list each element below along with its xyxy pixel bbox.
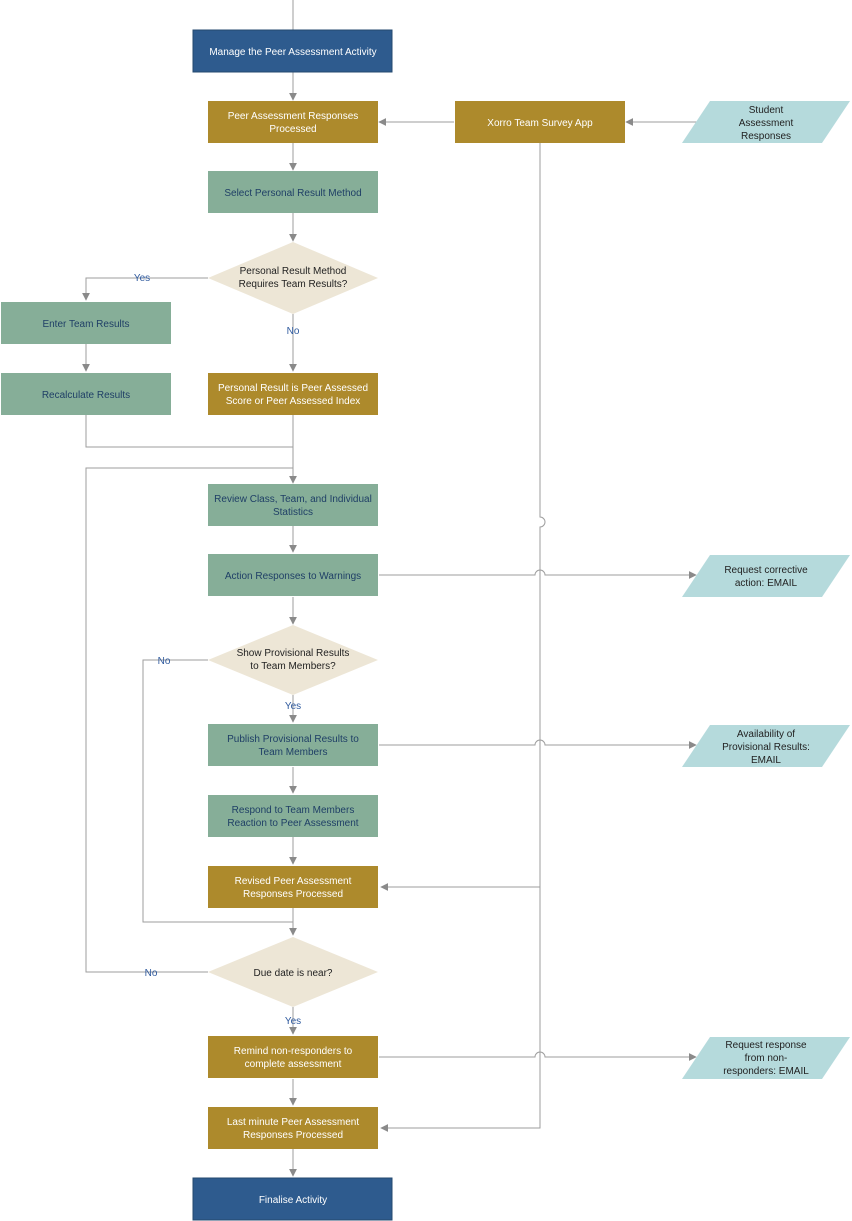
respond-line-1: Respond to Team Members: [232, 805, 355, 816]
node-decision-due-date: Due date is near?: [208, 937, 378, 1007]
availability-line-3: EMAIL: [751, 755, 781, 766]
enter-line-1: Enter Team Results: [42, 319, 129, 330]
node-enter-team-results: Enter Team Results: [1, 302, 171, 344]
availability-line-1: Availability of: [737, 729, 795, 740]
edge-recalc-merge: [85, 415, 293, 448]
requires-line-2: Requires Team Results?: [239, 279, 348, 290]
respond-line-2: Reaction to Peer Assessment: [227, 818, 358, 829]
remind-line-1: Remind non-responders to: [234, 1046, 353, 1057]
review-line-1: Review Class, Team, and Individual: [214, 494, 372, 505]
node-select-method: Select Personal Result Method: [208, 171, 378, 213]
student-line-2: Assessment: [739, 118, 794, 129]
corrective-line-2: action: EMAIL: [735, 578, 798, 589]
action-line-1: Action Responses to Warnings: [225, 571, 361, 582]
requires-line-1: Personal Result Method: [240, 266, 347, 277]
node-action-warnings: Action Responses to Warnings: [208, 554, 378, 596]
node-finalise-activity: Finalise Activity: [192, 1177, 393, 1221]
revised-line-1: Revised Peer Assessment: [235, 876, 352, 887]
edge-label-no-show: No: [158, 656, 171, 667]
node-publish-provisional: Publish Provisional Results to Team Memb…: [208, 724, 378, 766]
edge-publish-to-email: [379, 739, 697, 749]
processed-line-1: Peer Assessment Responses: [228, 111, 359, 122]
student-line-3: Responses: [741, 131, 791, 142]
node-recalculate: Recalculate Results: [1, 373, 171, 415]
node-revised-processed: Revised Peer Assessment Responses Proces…: [208, 866, 378, 908]
edge-yes-to-enter-team: [82, 277, 208, 301]
availability-line-2: Provisional Results:: [722, 742, 810, 753]
edge-label-yes-team: Yes: [134, 273, 150, 284]
last-line-1: Last minute Peer Assessment: [227, 1117, 360, 1128]
finalise-line-1: Finalise Activity: [259, 1195, 327, 1206]
edge-due-no-loop: [85, 467, 293, 973]
edge-label-no-team: No: [287, 326, 300, 337]
last-line-2: Responses Processed: [243, 1130, 343, 1141]
show-line-2: to Team Members?: [250, 661, 336, 672]
node-availability-provisional: Availability of Provisional Results: EMA…: [682, 725, 850, 767]
edges: [82, 0, 698, 1177]
edge-xorro-down-line: [380, 143, 546, 1132]
personal-line-1: Personal Result is Peer Assessed: [218, 383, 368, 394]
manage-line-1: Manage the Peer Assessment Activity: [209, 47, 376, 58]
req-response-line-3: responders: EMAIL: [723, 1066, 809, 1077]
node-manage-activity: Manage the Peer Assessment Activity: [192, 29, 393, 73]
publish-line-2: Team Members: [259, 747, 328, 758]
req-response-line-2: from non-: [745, 1053, 788, 1064]
publish-line-1: Publish Provisional Results to: [227, 734, 359, 745]
edge-action-to-email: [379, 569, 697, 579]
revised-line-2: Responses Processed: [243, 889, 343, 900]
edge-label-yes-show: Yes: [285, 701, 301, 712]
node-student-responses: Student Assessment Responses: [682, 101, 850, 143]
node-review-statistics: Review Class, Team, and Individual Stati…: [208, 484, 378, 526]
node-personal-result: Personal Result is Peer Assessed Score o…: [208, 373, 378, 415]
nodes: Manage the Peer Assessment Activity Peer…: [1, 29, 850, 1221]
show-line-1: Show Provisional Results: [237, 648, 350, 659]
node-request-response: Request response from non- responders: E…: [682, 1037, 850, 1079]
node-last-minute-processed: Last minute Peer Assessment Responses Pr…: [208, 1107, 378, 1149]
edge-label-yes-due: Yes: [285, 1016, 301, 1027]
edge-labels: Yes No No Yes No Yes: [134, 273, 301, 1027]
node-remind-non-responders: Remind non-responders to complete assess…: [208, 1036, 378, 1078]
node-respond-reaction: Respond to Team Members Reaction to Peer…: [208, 795, 378, 837]
processed-line-2: Processed: [269, 124, 316, 135]
node-request-corrective: Request corrective action: EMAIL: [682, 555, 850, 597]
xorro-line-1: Xorro Team Survey App: [487, 118, 593, 129]
node-xorro-app: Xorro Team Survey App: [455, 101, 625, 143]
req-response-line-1: Request response: [725, 1040, 807, 1051]
review-line-2: Statistics: [273, 507, 313, 518]
select-line-1: Select Personal Result Method: [224, 188, 361, 199]
corrective-line-1: Request corrective: [724, 565, 808, 576]
node-decision-show-provisional: Show Provisional Results to Team Members…: [208, 625, 378, 695]
node-decision-requires-team: Personal Result Method Requires Team Res…: [208, 242, 378, 314]
edge-remind-to-email: [379, 1051, 697, 1061]
edge-label-no-due: No: [145, 968, 158, 979]
recalc-line-1: Recalculate Results: [42, 390, 130, 401]
due-line-1: Due date is near?: [254, 968, 333, 979]
student-line-1: Student: [749, 105, 784, 116]
remind-line-2: complete assessment: [245, 1059, 342, 1070]
edge-show-no-loop: [142, 659, 293, 923]
personal-line-2: Score or Peer Assessed Index: [226, 396, 361, 407]
node-responses-processed: Peer Assessment Responses Processed: [208, 101, 378, 143]
